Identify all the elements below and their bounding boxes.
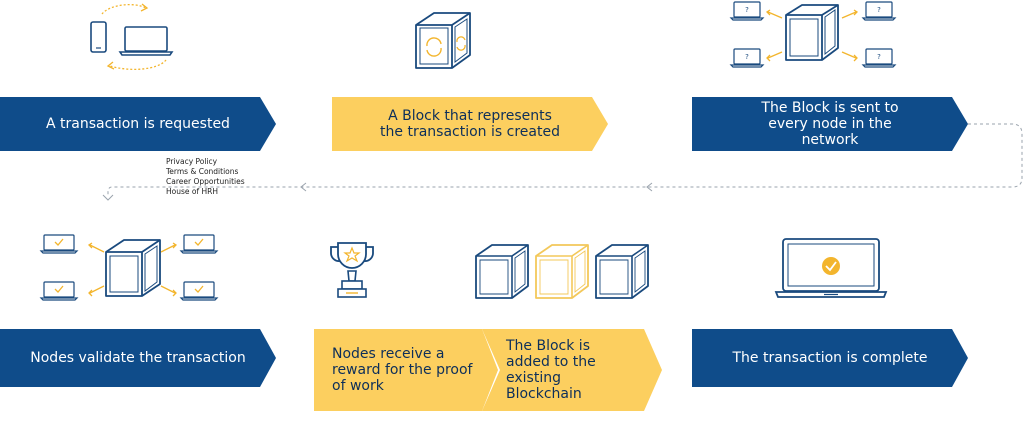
step-2-banner: A Block that represents the transaction … [332, 97, 608, 151]
svg-text:?: ? [745, 53, 749, 61]
step-5-label: Nodes receive a reward for the proof of … [332, 346, 473, 394]
step-7-label: The transaction is complete [732, 350, 928, 366]
network-validate-icon [39, 234, 219, 301]
trophy-icon [330, 242, 374, 298]
step-1-banner: A transaction is requested [0, 97, 276, 151]
step-2-label: A Block that represents the transaction … [380, 108, 560, 140]
svg-text:?: ? [877, 53, 881, 61]
laptop-check-icon [774, 238, 888, 298]
step-1-label: A transaction is requested [46, 116, 230, 132]
svg-text:?: ? [745, 6, 749, 14]
step-4-banner: Nodes validate the transaction [0, 329, 276, 387]
step-6-label: The Block is added to the existing Block… [506, 338, 596, 402]
block-cube-icon [415, 12, 471, 69]
devices-sync-icon [90, 3, 174, 71]
step-4-label: Nodes validate the transaction [30, 350, 246, 366]
career-opportunities-link[interactable]: Career Opportunities [166, 177, 245, 186]
step-6-banner: The Block is added to the existing Block… [482, 329, 662, 411]
step-7-banner: The transaction is complete [692, 329, 968, 387]
terms-conditions-link[interactable]: Terms & Conditions [166, 167, 239, 176]
blockchain-cubes-icon [475, 244, 649, 299]
network-broadcast-icon: ???? [729, 1, 897, 68]
step-3-label: The Block is sent to every node in the n… [761, 100, 899, 148]
step-3-banner: The Block is sent to every node in the n… [692, 97, 968, 151]
svg-text:?: ? [877, 6, 881, 14]
step-5-banner: Nodes receive a reward for the proof of … [314, 329, 498, 411]
privacy-policy-link[interactable]: Privacy Policy [166, 157, 218, 166]
house-of-hrh-link[interactable]: House of HRH [166, 187, 218, 196]
